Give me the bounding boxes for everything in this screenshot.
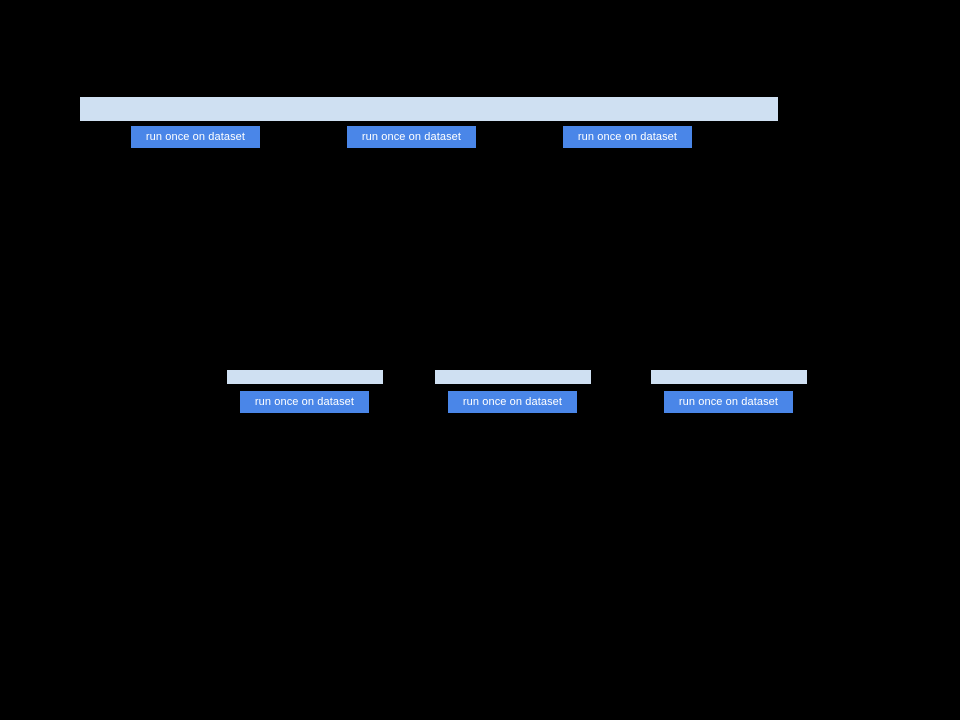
run-once-on-dataset-button-6[interactable]: run once on dataset	[664, 391, 793, 413]
run-once-on-dataset-button-5[interactable]: run once on dataset	[448, 391, 577, 413]
run-once-on-dataset-button-4[interactable]: run once on dataset	[240, 391, 369, 413]
run-once-on-dataset-button-2[interactable]: run once on dataset	[347, 126, 476, 148]
bottom-bar-1	[227, 370, 383, 384]
top-header-bar	[80, 97, 778, 121]
run-once-on-dataset-button-1[interactable]: run once on dataset	[131, 126, 260, 148]
run-once-on-dataset-button-3[interactable]: run once on dataset	[563, 126, 692, 148]
bottom-bar-3	[651, 370, 807, 384]
bottom-bar-2	[435, 370, 591, 384]
